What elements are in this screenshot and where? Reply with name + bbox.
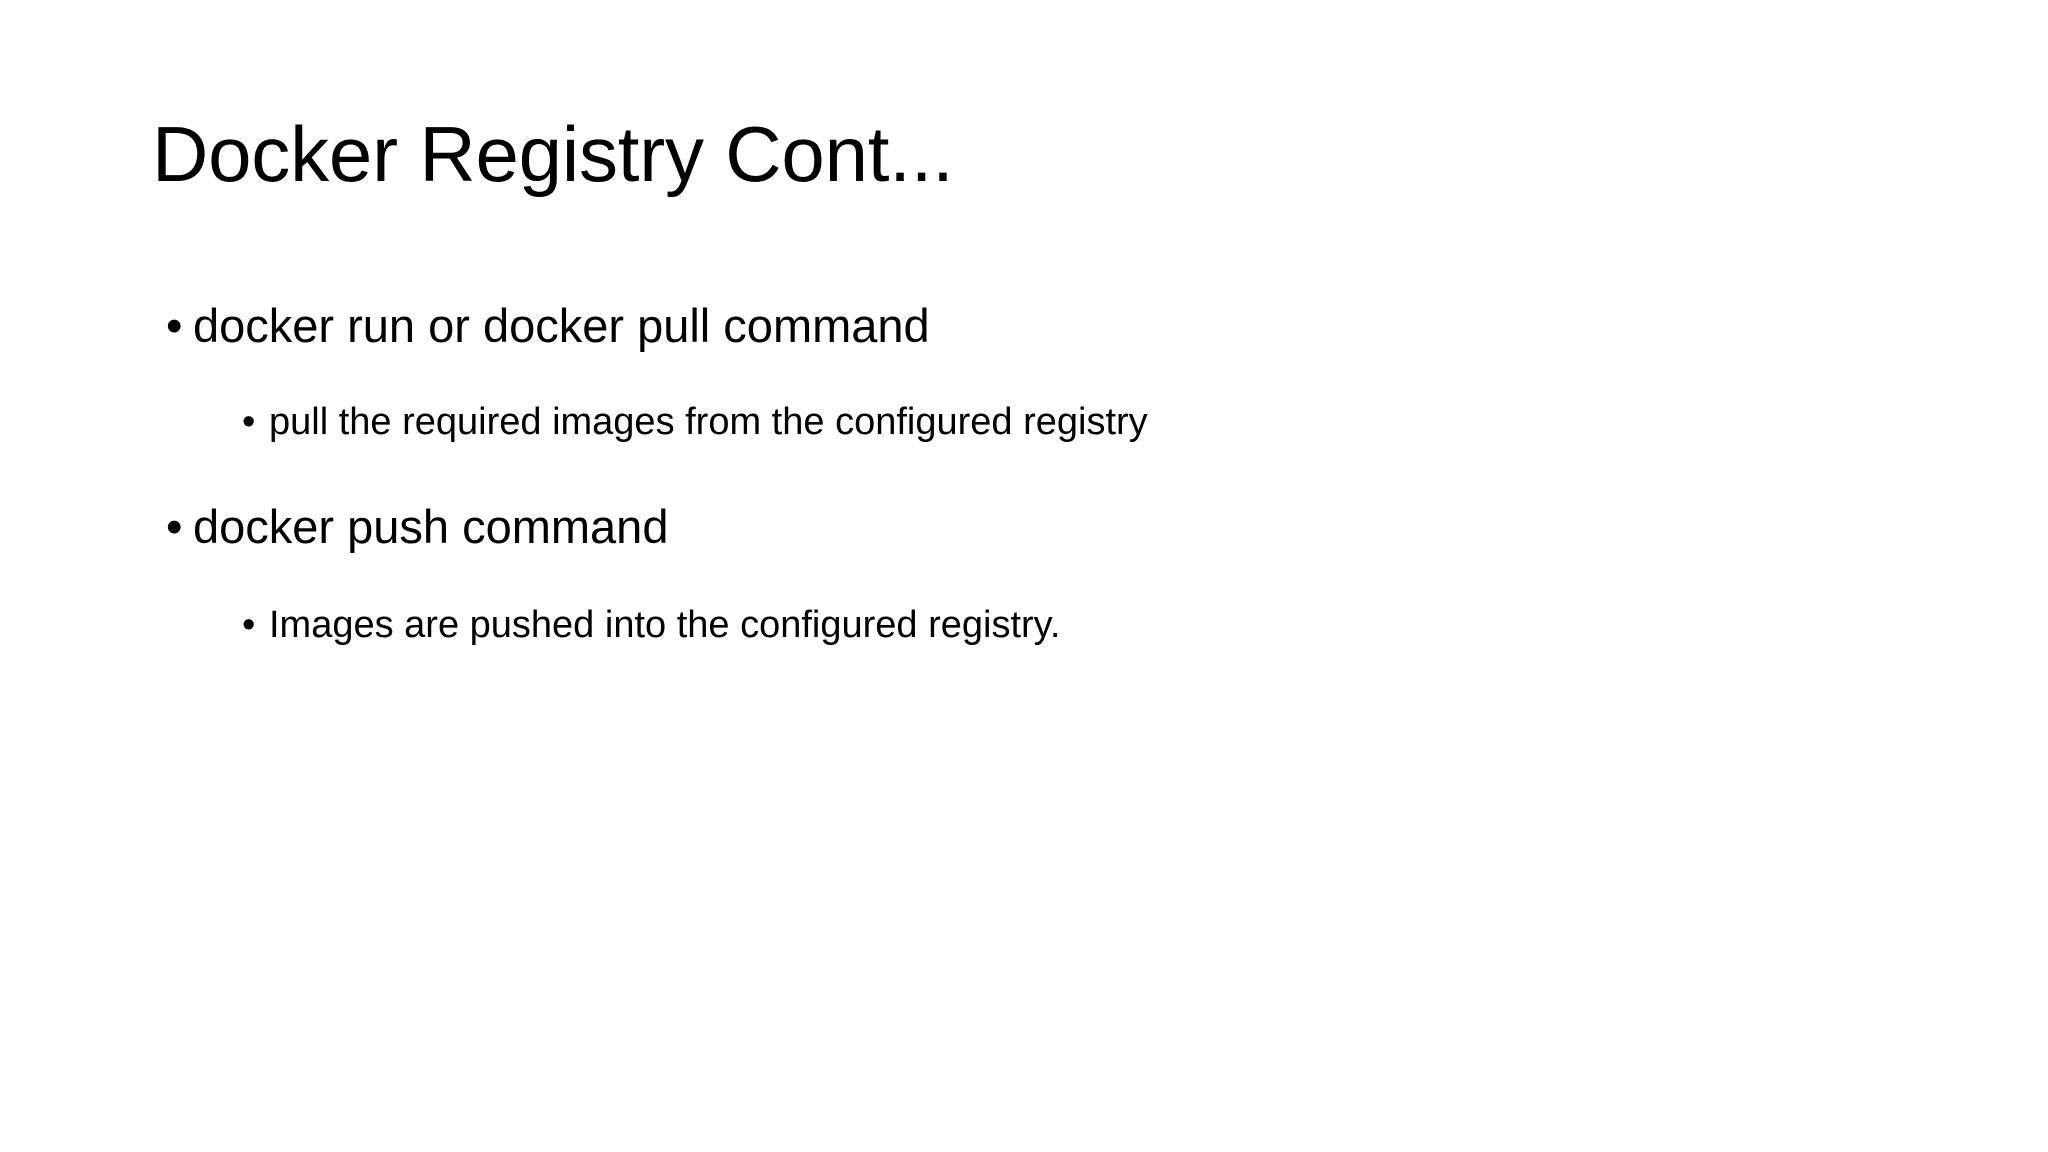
bullet-dot-icon: • [242, 401, 256, 443]
bullet-dot-icon: • [242, 604, 256, 646]
bullet-text: Images are pushed into the configured re… [269, 604, 1061, 646]
spacer [152, 441, 1932, 503]
bullet-text: docker run or docker pull command [193, 299, 930, 352]
spacer [152, 349, 1932, 403]
slide-body: • docker run or docker pull command • pu… [152, 302, 1932, 644]
spacer [152, 550, 1932, 606]
bullet-item-level2: • Images are pushed into the configured … [242, 606, 1932, 644]
bullet-item-level2: • pull the required images from the conf… [242, 403, 1932, 441]
slide-title: Docker Registry Cont... [152, 110, 954, 198]
bullet-item-level1: • docker push command [166, 503, 1932, 550]
bullet-dot-icon: • [166, 299, 183, 352]
bullet-text: pull the required images from the config… [269, 401, 1148, 443]
bullet-item-level1: • docker run or docker pull command [166, 302, 1932, 349]
bullet-dot-icon: • [166, 500, 183, 553]
bullet-text: docker push command [193, 500, 669, 553]
